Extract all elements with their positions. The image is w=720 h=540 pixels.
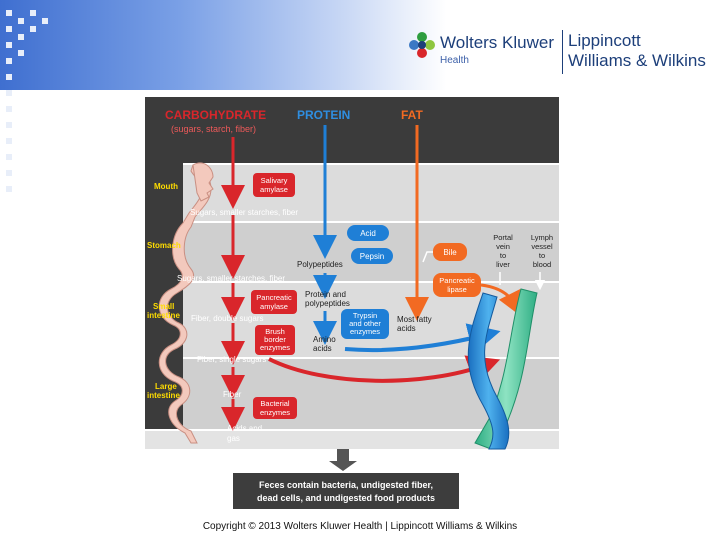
feces-arrow	[329, 449, 357, 471]
trypsin-3: enzymes	[350, 327, 380, 336]
fatty-acids-1: Most fatty	[397, 315, 432, 324]
region-mouth: Mouth	[154, 182, 178, 191]
fat-header: FAT	[401, 108, 423, 122]
bacterial-enzymes-2: enzymes	[260, 408, 290, 417]
feces-line-1: Feces contain bacteria, undigested fiber…	[259, 480, 433, 490]
feces-line-2: dead cells, and undigested food products	[257, 493, 435, 503]
pancreatic-amylase-1: Pancreatic	[256, 293, 292, 302]
carb-acids-2: gas	[227, 434, 240, 443]
bile-connector	[422, 251, 433, 263]
carb-fiber-double: Fiber, double sugars	[191, 314, 264, 323]
portal-2: vein	[496, 242, 510, 251]
trypsin-1: Trypsin	[353, 311, 377, 320]
salivary-amylase-2: amylase	[260, 185, 288, 194]
digestive-tract	[158, 164, 212, 444]
lymph-1: Lymph	[531, 233, 553, 242]
pancreatic-lipase-2: lipase	[447, 285, 467, 294]
trypsin-box	[341, 309, 389, 339]
band-rows	[145, 123, 559, 431]
logo-divider	[562, 30, 563, 74]
region-stomach: Stomach	[147, 241, 181, 250]
carb-sugars-1: Sugars, smaller starches, fiber	[190, 208, 298, 217]
head-profile	[192, 162, 214, 202]
brush-border-2: border	[264, 335, 286, 344]
salivary-amylase-box	[253, 173, 295, 197]
partner-line-1: Lippincott	[568, 31, 641, 50]
bacterial-enzymes-box	[253, 397, 297, 419]
brand-name: Wolters Kluwer	[440, 33, 554, 52]
brush-border-box	[255, 325, 295, 355]
bottom-panel	[145, 431, 559, 449]
portal-1: Portal	[493, 233, 513, 242]
carb-header: CARBOHYDRATE	[165, 108, 266, 122]
publisher-logo: Wolters Kluwer Health Lippincott William…	[405, 28, 715, 80]
amino-2: acids	[313, 344, 332, 353]
carb-subheader: (sugars, starch, fiber)	[171, 124, 256, 134]
partner-name: Lippincott Williams & Wilkins	[568, 31, 706, 71]
portal-4: liver	[496, 260, 510, 269]
carb-fiber: Fiber	[223, 390, 242, 399]
region-large-1: Large	[155, 382, 177, 391]
copyright-notice: Copyright © 2013 Wolters Kluwer Health |…	[202, 521, 518, 532]
vessel-arrows	[499, 272, 540, 285]
pancreatic-lipase-box	[433, 273, 481, 297]
protein-poly-2: polypeptides	[305, 299, 350, 308]
region-large-2: intestine	[147, 391, 180, 400]
lymph-vessel-label: Lymph vessel to blood	[531, 233, 553, 269]
protein-poly-1: Protein and	[305, 290, 346, 299]
portal-3: to	[500, 251, 506, 260]
region-small-2: intestine	[147, 311, 180, 320]
pepsin-label: Pepsin	[360, 252, 384, 261]
bile-label: Bile	[443, 248, 457, 257]
pancreatic-amylase-2: amylase	[260, 302, 288, 311]
pancreatic-amylase-box	[251, 290, 297, 314]
portal-vein-tube	[467, 292, 510, 450]
partner-line-2: Williams & Wilkins	[568, 51, 706, 70]
fat-to-lymph-arrow	[480, 283, 521, 316]
carb-acids-1: Acids and	[227, 424, 262, 433]
lymph-3: to	[539, 251, 545, 260]
header-band	[0, 0, 720, 90]
lymph-4: blood	[533, 260, 551, 269]
region-small-1: Small	[153, 302, 174, 311]
pancreatic-lipase-1: Pancreatic	[439, 276, 475, 285]
protein-header: PROTEIN	[297, 108, 350, 122]
wolters-kluwer-logo-icon	[409, 32, 435, 58]
acid-box	[347, 225, 389, 241]
acid-label: Acid	[360, 229, 376, 238]
salivary-amylase-1: Salivary	[261, 176, 288, 185]
lymph-2: vessel	[531, 242, 553, 251]
amino-1: Amino	[313, 335, 336, 344]
polypeptides: Polypeptides	[297, 260, 343, 269]
fatty-acids-2: acids	[397, 324, 416, 333]
lymph-vessel-tube	[474, 288, 538, 450]
pepsin-box	[351, 248, 393, 264]
sugar-to-vein-arrow	[268, 355, 501, 386]
carb-fiber-single: Fiber, single sugars	[197, 355, 266, 364]
bile-box	[433, 243, 467, 261]
brand-subtitle: Health	[440, 55, 469, 66]
trypsin-2: and other	[349, 319, 381, 328]
digestion-diagram: CARBOHYDRATE (sugars, starch, fiber) PRO…	[145, 97, 559, 509]
feces-box	[233, 473, 459, 509]
carb-sugars-2: Sugars, smaller starches, fiber	[177, 274, 285, 283]
bacterial-enzymes-1: Bacterial	[260, 399, 290, 408]
brush-border-3: enzymes	[260, 343, 290, 352]
portal-vein-label: Portal vein to liver	[493, 233, 513, 269]
brush-border-1: Brush	[265, 327, 285, 336]
